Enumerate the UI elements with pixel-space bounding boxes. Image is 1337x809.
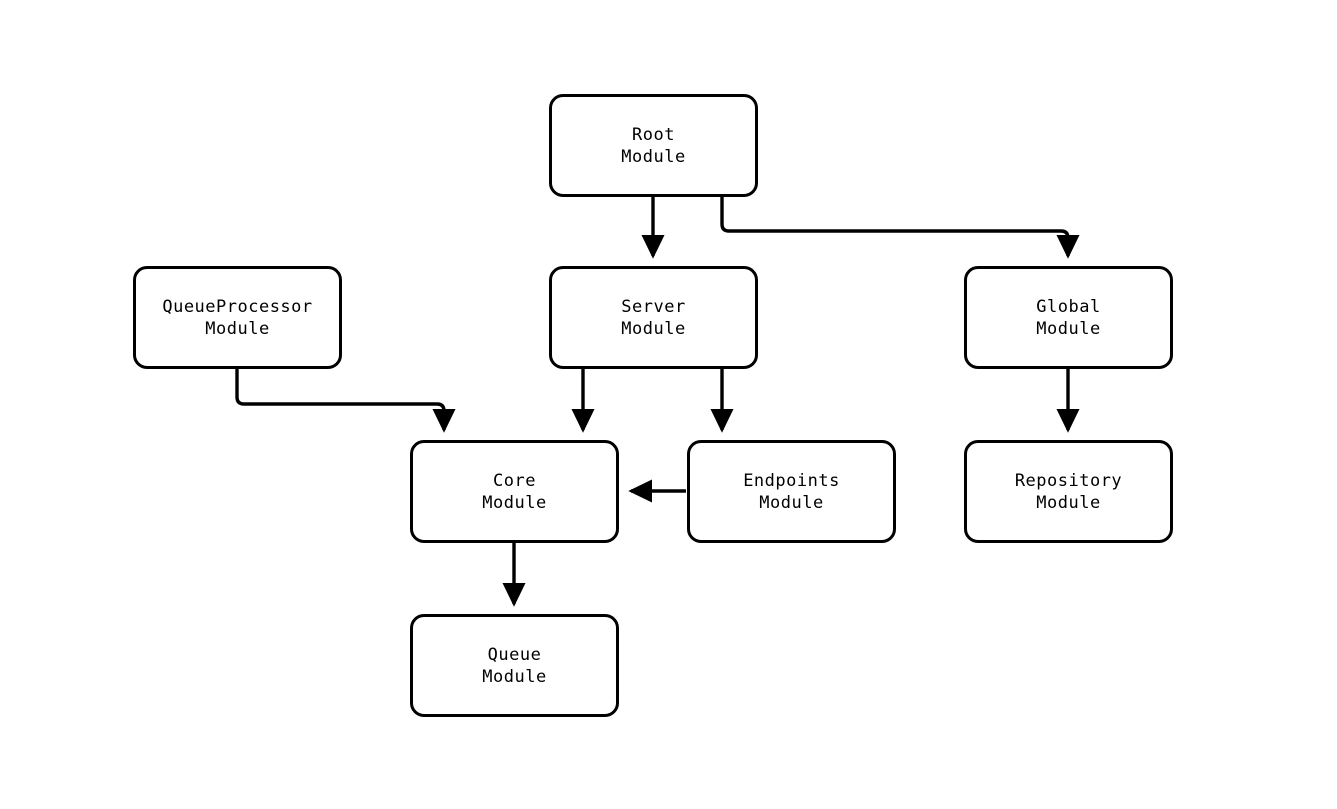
node-queueprocessor-name: QueueProcessor (162, 296, 313, 317)
node-queueprocessor-suffix: Module (205, 318, 270, 339)
node-endpoints-suffix: Module (759, 492, 824, 513)
node-repository-suffix: Module (1036, 492, 1101, 513)
node-root-suffix: Module (621, 146, 686, 167)
edge-root-to-global (720, 197, 1080, 259)
node-server-suffix: Module (621, 318, 686, 339)
node-global-name: Global (1036, 296, 1101, 317)
node-global-suffix: Module (1036, 318, 1101, 339)
edge-queueprocessor-to-core (235, 369, 456, 433)
node-core-suffix: Module (482, 492, 547, 513)
node-endpoints-name: Endpoints (743, 470, 840, 491)
node-repository-name: Repository (1014, 470, 1123, 491)
node-server-name: Server (621, 296, 686, 317)
node-root-name: Root (632, 124, 675, 145)
node-queue-suffix: Module (482, 666, 547, 687)
node-queue-name: Queue (487, 644, 542, 665)
node-core-name: Core (493, 470, 536, 491)
